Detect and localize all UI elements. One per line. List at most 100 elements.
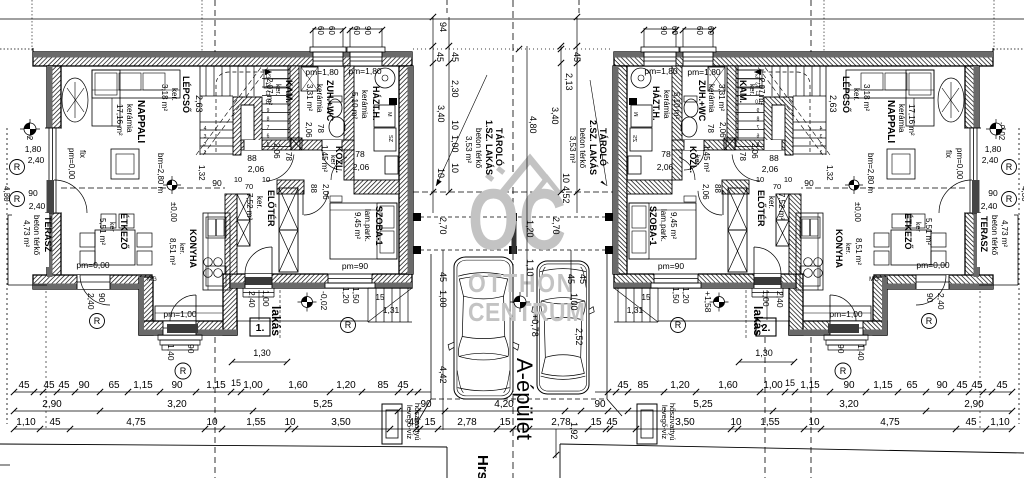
svg-text:7,52 m²: 7,52 m² [245,193,254,220]
svg-text:78: 78 [316,124,325,133]
svg-text:fix: fix [944,150,953,158]
svg-text:levegő-víz: levegő-víz [405,405,414,439]
svg-text:60: 60 [352,26,361,35]
svg-text:10: 10 [262,175,270,184]
svg-text:5,51 m²: 5,51 m² [924,218,933,245]
svg-text:2,07 m²: 2,07 m² [757,78,766,105]
svg-text:ker.: ker. [748,84,755,95]
svg-text:1,20: 1,20 [336,380,356,391]
svg-text:hőszivattyú: hőszivattyú [413,403,422,441]
svg-text:2: 2 [204,142,207,148]
svg-text:88: 88 [713,184,722,193]
svg-text:15: 15 [499,417,511,428]
svg-text:2,70: 2,70 [551,217,561,235]
svg-text:2,40: 2,40 [936,293,946,310]
svg-text:CENTRUM: CENTRUM [468,299,585,328]
svg-text:pm=0,00: pm=0,00 [67,148,76,180]
svg-text:45: 45 [408,417,420,428]
svg-text:MG: MG [147,277,157,283]
svg-text:60: 60 [706,26,715,35]
svg-text:1,31: 1,31 [627,305,644,315]
svg-text:lam.park.: lam.park. [659,209,668,242]
svg-text:2,40: 2,40 [981,201,998,211]
svg-text:2,40: 2,40 [29,201,46,211]
svg-text:9,45 m²: 9,45 m² [353,212,362,239]
svg-text:LÉPCSŐ: LÉPCSŐ [841,76,852,113]
svg-text:kerámia: kerámia [125,104,134,133]
svg-text:90: 90 [97,293,107,303]
svg-text:2,78: 2,78 [457,417,477,428]
svg-text:beton térkő: beton térkő [990,215,999,256]
svg-text:88: 88 [247,153,257,163]
svg-text:2,78: 2,78 [551,417,571,428]
svg-text:4,52: 4,52 [561,186,571,204]
svg-text:pm=1,80: pm=1,80 [687,67,721,77]
svg-text:R: R [675,320,682,330]
svg-text:kerámia: kerámia [662,90,671,119]
svg-text:2.: 2. [762,322,771,334]
svg-text:1,15: 1,15 [206,380,226,391]
svg-text:2,06: 2,06 [718,122,727,138]
svg-text:ZUH.+WC: ZUH.+WC [325,80,335,122]
svg-text:1.: 1. [256,322,265,334]
svg-text:R: R [345,320,352,330]
svg-text:3,20: 3,20 [167,399,187,410]
svg-text:NAPPALI: NAPPALI [135,100,146,143]
svg-text:15: 15 [424,417,436,428]
svg-text:90: 90 [659,26,668,35]
svg-text:3,31 m²: 3,31 m² [305,84,314,111]
svg-text:1,60: 1,60 [718,380,738,391]
svg-text:4,80: 4,80 [528,116,538,134]
svg-text:1,00: 1,00 [261,290,271,307]
svg-text:45: 45 [956,380,968,391]
svg-text:-0,02: -0,02 [319,291,329,311]
svg-text:±0,00: ±0,00 [169,202,178,223]
svg-text:3,40: 3,40 [436,105,446,123]
svg-text:OC: OC [468,172,566,268]
svg-text:60: 60 [670,26,679,35]
svg-text:1,40: 1,40 [856,344,866,361]
svg-text:2,13: 2,13 [564,73,574,91]
svg-text:ELŐTÉR: ELŐTÉR [266,190,277,227]
svg-text:88: 88 [769,153,779,163]
svg-text:15: 15 [231,378,241,388]
svg-text:45: 45 [617,380,629,391]
svg-text:78: 78 [284,152,293,161]
svg-text:3,20: 3,20 [839,399,859,410]
svg-text:kerámia: kerámia [360,90,369,119]
svg-text:2,70: 2,70 [438,217,448,235]
svg-text:TERASZ: TERASZ [43,216,53,253]
svg-text:85: 85 [637,380,649,391]
svg-text:ker.: ker. [170,88,179,101]
svg-text:78: 78 [661,149,671,159]
svg-text:65: 65 [108,380,120,391]
svg-text:3,53 m²: 3,53 m² [464,136,473,163]
svg-text:2,06: 2,06 [762,164,779,174]
svg-text:ker: ker [108,222,115,232]
svg-text:4,30: 4,30 [1020,186,1024,202]
svg-text:ker.: ker. [255,196,264,209]
svg-text:45: 45 [996,380,1008,391]
svg-text:2,06: 2,06 [750,143,759,159]
svg-text:90: 90 [836,344,846,354]
svg-text:1,20: 1,20 [341,287,351,304]
svg-text:R: R [840,366,847,376]
svg-text:2,90: 2,90 [42,399,62,410]
svg-text:90: 90 [594,399,606,410]
svg-text:45: 45 [435,52,445,62]
svg-text:1,20: 1,20 [525,220,535,238]
svg-text:bm=2,80 m: bm=2,80 m [866,153,875,194]
svg-text:beton térkő: beton térkő [474,128,483,169]
svg-text:5,10 m²: 5,10 m² [350,92,359,119]
svg-text:1,20: 1,20 [681,287,691,304]
svg-text:12: 12 [265,83,271,89]
svg-text:1,10: 1,10 [16,417,36,428]
svg-text:bm=2,80 m: bm=2,80 m [156,153,165,194]
svg-text:R: R [1006,194,1013,204]
svg-text:pm=1,80: pm=1,80 [305,67,339,77]
svg-text:90: 90 [988,188,998,198]
svg-text:60: 60 [316,26,325,35]
svg-text:M: M [386,112,392,117]
svg-text:4: 4 [204,126,207,132]
svg-text:LÉPCSŐ: LÉPCSŐ [181,76,192,113]
